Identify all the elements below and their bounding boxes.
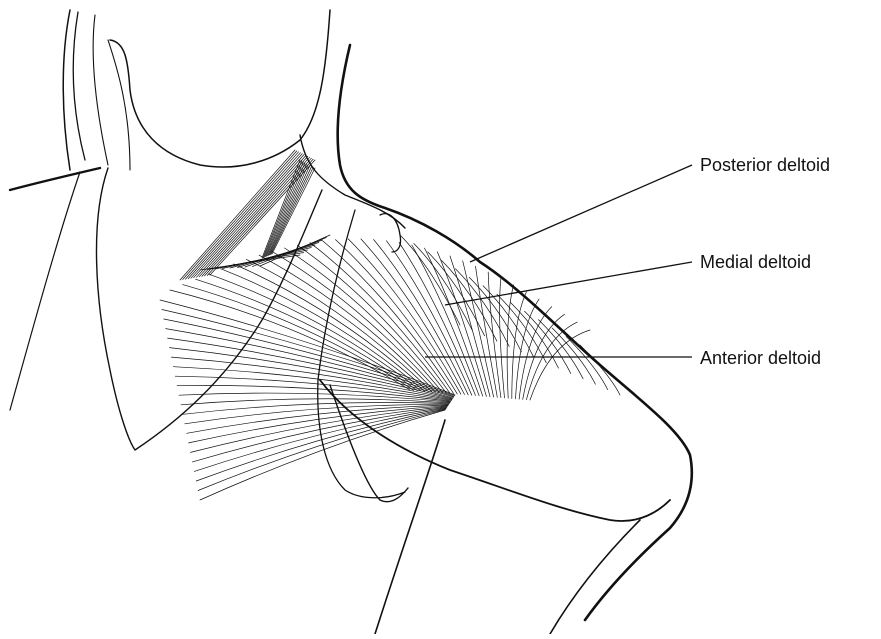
posterior-deltoid-leader xyxy=(470,165,692,262)
medial-deltoid-leader xyxy=(445,262,692,305)
posterior-fiber xyxy=(428,252,485,336)
neck-strap-fiber xyxy=(270,166,312,255)
deltoid-fiber xyxy=(374,240,469,395)
neck-muscle-fibers xyxy=(180,150,330,280)
neck-inner-1 xyxy=(73,12,85,160)
neck-strap-fiber xyxy=(180,150,295,280)
neck-strap-fiber xyxy=(199,156,308,276)
back-contour xyxy=(338,45,692,620)
shoulder-left-line xyxy=(10,168,100,190)
body-outline xyxy=(10,10,692,634)
neck-horizontal-fiber xyxy=(245,240,323,267)
upper-arm-front xyxy=(320,380,670,521)
deltoid-fiber xyxy=(476,266,498,397)
deltoid-fiber xyxy=(285,248,443,393)
deltoid-fibers xyxy=(160,235,620,500)
deltoid-fiber xyxy=(488,272,501,398)
deltoid-fiber xyxy=(437,252,486,397)
anterior-deltoid-label: Anterior deltoid xyxy=(700,348,821,368)
neck-strap-fiber xyxy=(194,155,305,278)
posterior-fiber xyxy=(455,269,509,347)
deltoid-fiber xyxy=(386,241,471,396)
deltoid-fiber xyxy=(246,259,431,391)
deltoid-fiber xyxy=(512,292,527,399)
deltoid-fiber xyxy=(259,255,435,392)
posterior-fiber xyxy=(566,337,608,390)
deltoid-fiber xyxy=(336,240,458,394)
deltoid-fiber xyxy=(500,278,505,398)
deltoid-fiber xyxy=(183,285,414,391)
arm-lower-right xyxy=(550,520,640,634)
neck-left xyxy=(63,10,70,170)
left-back-edge xyxy=(10,172,80,410)
deltoid-fiber xyxy=(507,285,513,398)
neck-strap-fiber xyxy=(188,153,300,279)
medial-deltoid-label: Medial deltoid xyxy=(700,252,811,272)
jaw-line xyxy=(110,10,330,167)
posterior-deltoid-label: Posterior deltoid xyxy=(700,155,830,175)
neck-inner-2 xyxy=(93,15,108,165)
posterior-fiber xyxy=(414,244,473,331)
